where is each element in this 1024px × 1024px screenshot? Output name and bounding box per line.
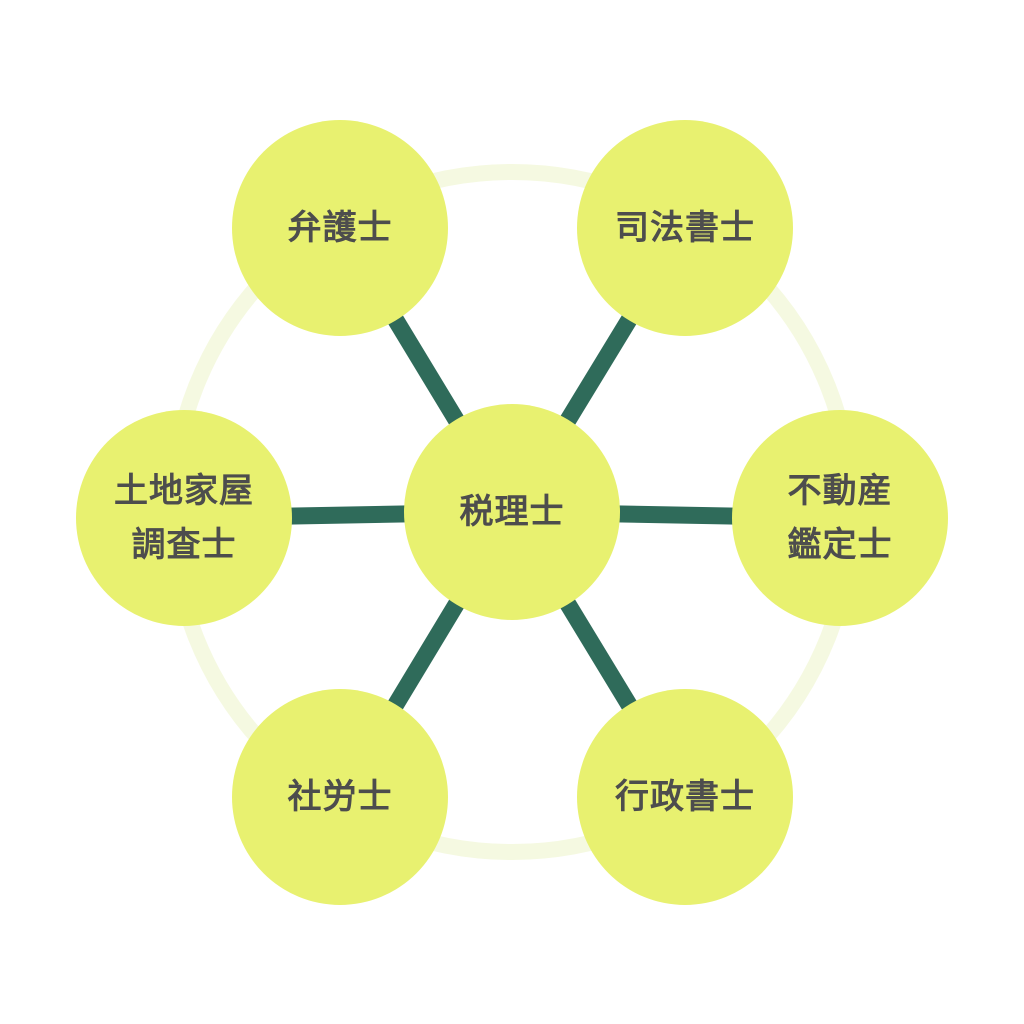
center-node-label: 税理士 xyxy=(459,492,565,532)
node-label: 不動産 鑑定士 xyxy=(787,471,893,565)
node-labor-consultant: 社労士 xyxy=(232,689,448,905)
node-label: 行政書士 xyxy=(615,777,755,817)
node-lawyer: 弁護士 xyxy=(232,120,448,336)
node-land-surveyor: 土地家屋 調査士 xyxy=(76,410,292,626)
node-administrative-scrivener: 行政書士 xyxy=(577,689,793,905)
node-label: 土地家屋 調査士 xyxy=(114,471,254,565)
node-judicial-scrivener: 司法書士 xyxy=(577,120,793,336)
node-real-estate-appraiser: 不動産 鑑定士 xyxy=(732,410,948,626)
node-label: 司法書士 xyxy=(615,208,755,248)
center-node: 税理士 xyxy=(404,404,620,620)
node-label: 弁護士 xyxy=(287,208,393,248)
node-label: 社労士 xyxy=(287,777,393,817)
